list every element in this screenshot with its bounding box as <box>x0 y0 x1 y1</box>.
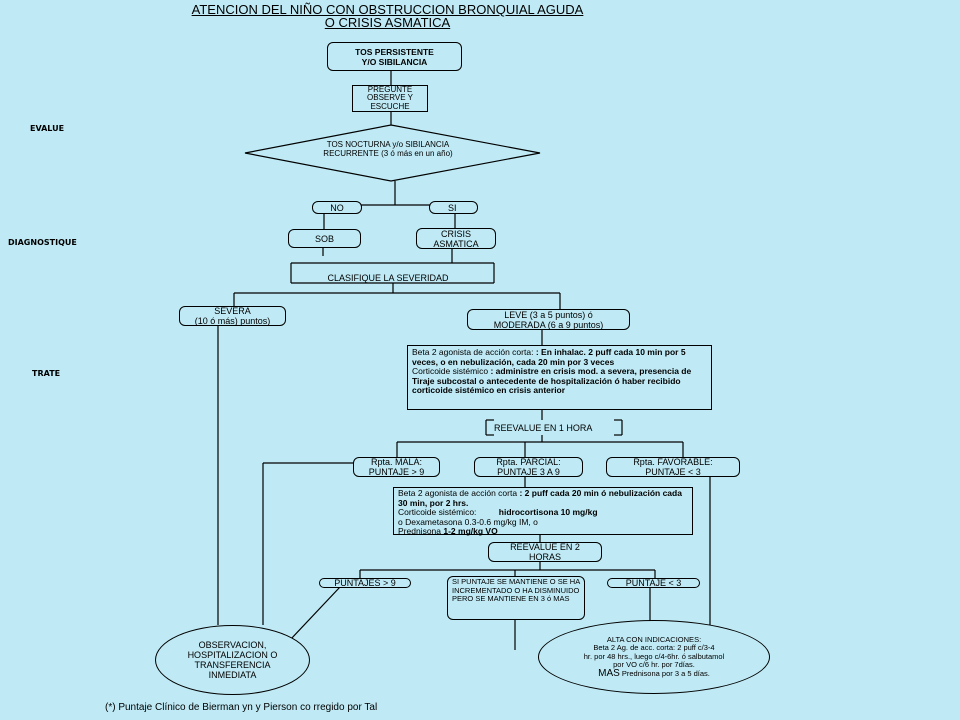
alta-pred: Prednisona por 3 a 5 días. <box>619 668 710 678</box>
decision-diamond <box>244 124 541 182</box>
treatment-2-cort: Corticoide sistémico: hidrocortisona 10 … <box>398 507 688 518</box>
mala-node: Rpta. MALA: PUNTAJE > 9 <box>353 457 440 477</box>
treatment-2-beta-label: Beta 2 agonista de acción corta <box>398 488 518 498</box>
side-label-diagnostique: DIAGNOSTIQUE <box>8 238 77 247</box>
sob-node: SOB <box>288 229 361 248</box>
observacion-ellipse: OBSERVACION, HOSPITALIZACION O TRANSFERE… <box>155 625 310 695</box>
title-line-2: O CRISIS ASMATICA <box>324 15 451 30</box>
treatment-2-line-5: Prednisona 1-2 mg/kg VO <box>398 526 688 537</box>
connector <box>289 586 341 641</box>
observacion-line-3: TRANSFERENCIA <box>194 660 271 670</box>
reevalue-2-line-2: HORAS <box>528 552 561 562</box>
puntajes9-label: PUNTAJES > 9 <box>334 578 396 588</box>
treatment-1-beta-label: Beta 2 agonista de acción corta: <box>412 347 534 357</box>
treatment-2-line-5-a: Prednisona <box>398 526 444 536</box>
alta-line-3: hr. por 48 hrs., luego c/4-6hr. ó salbut… <box>583 651 725 661</box>
start-node: TOS PERSISTENTE Y/O SIBILANCIA <box>327 42 462 71</box>
favorable-line-1: Rpta. FAVORABLE: <box>633 457 713 467</box>
treatment-1-cort-label: Corticoide sistémico <box>412 366 489 376</box>
no-label: NO <box>330 202 344 213</box>
puntajes9-node: PUNTAJES > 9 <box>319 578 411 588</box>
favorable-line-2: PUNTAJE < 3 <box>645 467 701 477</box>
treatment-1-cort: Corticoide sistémico : administre en cri… <box>412 366 707 396</box>
favorable-node: Rpta. FAVORABLE: PUNTAJE < 3 <box>606 457 740 477</box>
side-label-trate: TRATE <box>32 369 61 378</box>
alta-mas: MAS <box>598 667 620 679</box>
treatment-2-beta-text: : 2 puff cada 20 min ó nebulización cada… <box>398 488 682 508</box>
treatment-2-cort-text: hidrocortisona 10 mg/kg <box>498 507 598 517</box>
reevalue-2-line-1: REEVALUE EN 2 <box>510 542 580 552</box>
clasifique-label: CLASIFIQUE LA SEVERIDAD <box>327 273 449 283</box>
treatment-2-beta: Beta 2 agonista de acción corta : 2 puff… <box>398 488 688 508</box>
treatment-2-line-5-b: 1-2 mg/kg VO <box>443 526 498 536</box>
severa-line-1: SEVERA <box>214 306 251 316</box>
pregunte-node: PREGUNTE OBSERVE Y ESCUCHE <box>352 85 428 112</box>
puntaje3-label: PUNTAJE < 3 <box>625 578 682 588</box>
alta-line-2: Beta 2 Ag. de acc. corta: 2 puff c/3-4 <box>593 643 715 653</box>
treatment-2-box: Beta 2 agonista de acción corta : 2 puff… <box>393 487 693 537</box>
leve-node: LEVE (3 a 5 puntos) ó MODERADA (6 a 9 pu… <box>467 309 630 330</box>
treatment-1-beta: Beta 2 agonista de acción corta: : En in… <box>412 347 707 367</box>
pregunte-label: PREGUNTE OBSERVE Y ESCUCHE <box>367 84 413 111</box>
alta-ellipse: ALTA CON INDICACIONES: Beta 2 Ag. de acc… <box>538 620 770 694</box>
crisis-label: CRISIS ASMATICA <box>433 228 479 249</box>
parcial-node: Rpta. PARCIAL: PUNTAJE 3 A 9 <box>474 457 583 477</box>
treatment-2-line-4: o Dexametasona 0.3-0.6 mg/kg IM, o <box>398 516 538 527</box>
alta-line-1: ALTA CON INDICACIONES: <box>606 634 702 644</box>
crisis-node: CRISIS ASMATICA <box>416 228 496 249</box>
leve-line-2: MODERADA (6 a 9 puntos) <box>493 319 604 330</box>
severa-line-2: (10 ó más) puntos) <box>194 316 271 326</box>
footnote: (*) Puntaje Clínico de Bierman yn y Pier… <box>105 702 378 713</box>
puntaje3-node: PUNTAJE < 3 <box>607 578 700 588</box>
sob-label: SOB <box>314 233 334 244</box>
parcial-line-2: PUNTAJE 3 A 9 <box>497 467 560 477</box>
mantiene-label: SI PUNTAJE SE MANTIENE O SE HA INCREMENT… <box>452 577 580 603</box>
parcial-line-1: Rpta. PARCIAL: <box>496 457 561 467</box>
title-line-1: ATENCION DEL NIÑO CON OBSTRUCCION BRONQU… <box>191 2 584 17</box>
decision-label: TOS NOCTURNA y/o SIBILANCIA RECURRENTE (… <box>323 140 453 158</box>
treatment-1-beta-text: : En inhalac. 2 puff cada 10 min por 5 v… <box>412 347 686 367</box>
si-label: SI <box>448 202 457 213</box>
treatment-1-box: Beta 2 agonista de acción corta: : En in… <box>407 345 712 410</box>
observacion-line-2: HOSPITALIZACION O <box>187 650 278 660</box>
mantiene-node: SI PUNTAJE SE MANTIENE O SE HA INCREMENT… <box>447 576 585 620</box>
no-node: NO <box>312 201 362 214</box>
treatment-1-cort-text: : administre en crisis mod. a severa, pr… <box>412 366 692 395</box>
observacion-line-4: INMEDIATA <box>208 670 257 680</box>
reevalue-2-node: REEVALUE EN 2 HORAS <box>488 542 602 562</box>
leve-line-1: LEVE (3 a 5 puntos) ó <box>504 309 593 320</box>
alta-line-4: por VO c/6 hr. por 7días. <box>613 660 695 670</box>
alta-line-5: MAS Prednisona por 3 a 5 días. <box>598 667 710 679</box>
observacion-line-1: OBSERVACION, <box>198 640 267 650</box>
treatment-2-cort-label: Corticoide sistémico: <box>398 507 477 517</box>
mala-line-2: PUNTAJE > 9 <box>368 467 425 477</box>
start-node-label: TOS PERSISTENTE Y/O SIBILANCIA <box>355 46 434 67</box>
mala-line-1: Rpta. MALA: <box>370 457 423 467</box>
si-node: SI <box>429 201 478 214</box>
side-label-evalue: EVALUE <box>30 124 65 133</box>
severa-node: SEVERA (10 ó más) puntos) <box>179 306 286 326</box>
page-title: ATENCION DEL NIÑO CON OBSTRUCCION BRONQU… <box>0 3 775 29</box>
reevalue-1-label: REEVALUE EN 1 HORA <box>494 423 593 433</box>
